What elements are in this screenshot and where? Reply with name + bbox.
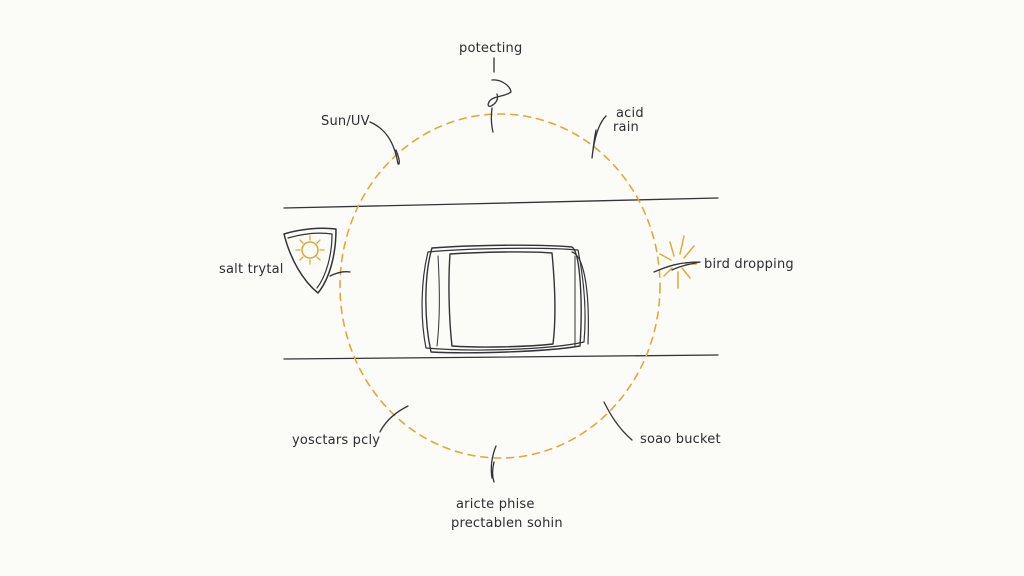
- pointer-bottom-left: [379, 405, 409, 433]
- pointer-sun-uv: [369, 121, 400, 165]
- label-bottom-line2: prectablen sohin: [451, 516, 563, 531]
- pointer-bottom: [490, 445, 497, 483]
- label-acid: acid: [616, 106, 644, 121]
- label-soap-bucket: soao bucket: [640, 432, 721, 447]
- car-top-view-icon: [421, 244, 589, 354]
- label-bird-dropping: bird dropping: [704, 257, 794, 272]
- label-sun-uv: Sun/UV: [321, 114, 370, 129]
- label-bottom-left: yosctars pcly: [292, 433, 380, 448]
- label-salt-crystal: salt trytal: [219, 262, 284, 277]
- protection-circle: [339, 113, 661, 459]
- road-line-top: [283, 197, 719, 209]
- label-bottom-line1: aricte phise: [456, 497, 535, 512]
- shield-sun-icon: [283, 227, 337, 294]
- label-top: potecting: [459, 41, 522, 56]
- pointer-acid-rain: [591, 115, 607, 159]
- pointer-top: [487, 57, 512, 133]
- pointer-bottom-right: [603, 401, 633, 441]
- pointer-salt: [329, 270, 351, 277]
- label-rain: rain: [613, 120, 639, 135]
- road-line-bottom: [283, 354, 719, 360]
- burst-icon: [653, 235, 701, 289]
